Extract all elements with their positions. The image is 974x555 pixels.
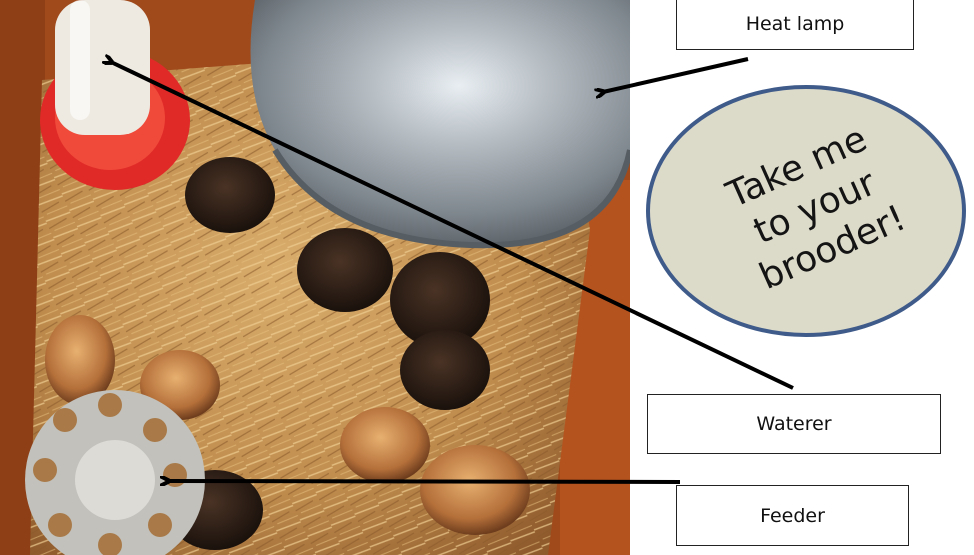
chick [400,330,490,410]
heat-lamp-label: Heat lamp [676,0,914,50]
waterer-jar [55,0,150,135]
chick [297,228,393,312]
chick [420,445,530,535]
feeder-arrow [168,481,680,482]
chick [340,407,430,483]
feeder-center [75,440,155,520]
chick [185,157,275,233]
waterer-jar-shine [70,0,90,120]
heat-lamp-label-text: Heat lamp [746,13,845,35]
feeder-label: Feeder [676,485,909,546]
waterer-label-text: Waterer [756,413,831,435]
feeder-label-text: Feeder [760,505,825,527]
waterer-label: Waterer [647,394,941,454]
